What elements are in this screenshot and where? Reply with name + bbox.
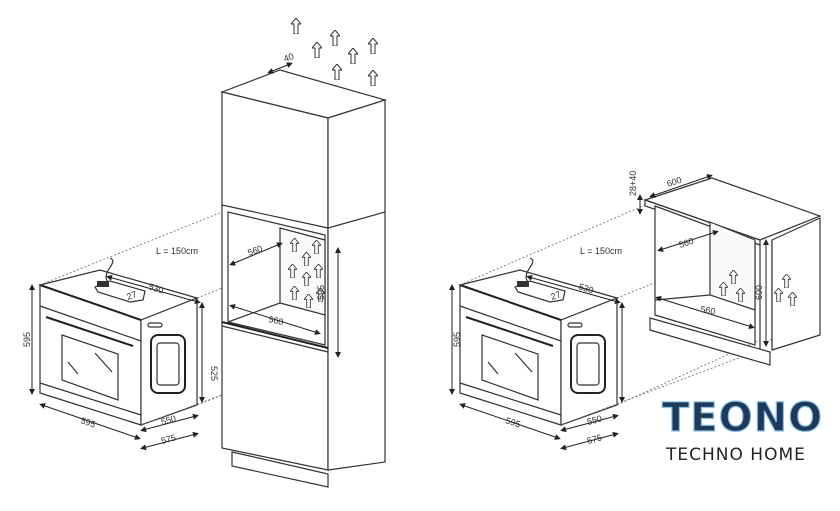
width-595-label: 595 (504, 415, 521, 429)
height-595-label: 595 (452, 332, 462, 347)
niche-width-560-label: 560 (678, 236, 695, 250)
left-oven (32, 258, 202, 448)
niche-height-595-label: 595 (316, 285, 326, 300)
cable-length-label: L = 150cm (156, 246, 198, 256)
vent-gap-40-label: 40 (282, 51, 295, 64)
depth-550-label: 550 (586, 413, 603, 427)
logo-tagline: TECHNO HOME (665, 445, 806, 465)
cable-length-label: L = 150cm (580, 246, 622, 256)
width-595-label: 595 (79, 415, 96, 429)
counter-gap-label: 28+40 (628, 171, 638, 196)
right-labels: L = 150cm 530 27 595 595 550 575 28+40 6… (452, 171, 764, 446)
base-cabinet (637, 174, 822, 366)
clearance-27-label: 27 (125, 289, 138, 302)
height-525-label: 525 (209, 366, 219, 381)
clearance-27-label: 27 (549, 289, 562, 302)
niche-height-600-label: 600 (754, 285, 764, 300)
depth-575-label: 575 (160, 432, 177, 446)
depth-575-label: 575 (586, 432, 603, 446)
niche-depth-560-label: 560 (700, 304, 717, 316)
niche-depth-560-label: 560 (268, 314, 285, 327)
depth-530-label: 530 (147, 281, 164, 295)
depth-530-label: 530 (577, 281, 594, 295)
left-labels: L = 150cm 530 27 595 595 525 550 575 560… (22, 51, 326, 446)
tall-cabinet (219, 62, 388, 488)
counter-depth-600-label: 600 (666, 175, 683, 189)
logo-brand: TEONO (662, 395, 823, 441)
height-595-label: 595 (22, 332, 32, 347)
teono-logo: TEONO TECHNO HOME (661, 394, 823, 465)
depth-550-label: 550 (160, 413, 177, 427)
niche-width-560-label: 560 (246, 243, 264, 258)
